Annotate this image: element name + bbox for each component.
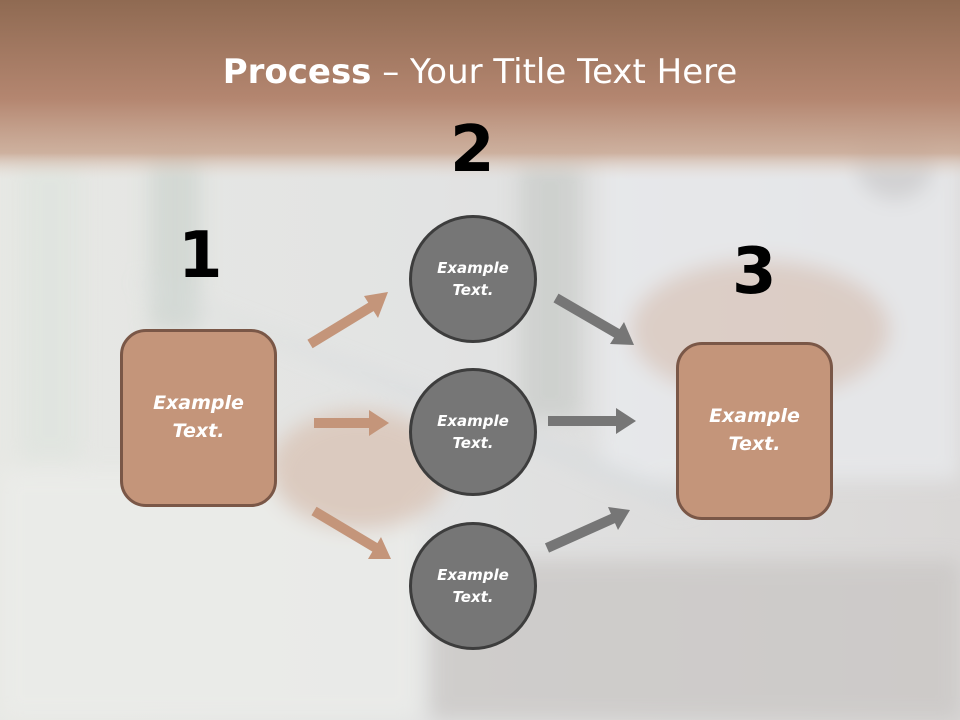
left-box-text: Example Text. — [153, 392, 244, 442]
left-arrow-down — [311, 506, 391, 559]
right-arrow-down — [553, 293, 634, 345]
circle-top-text: Example Text. — [437, 258, 509, 300]
left-arrow-up — [307, 292, 388, 349]
right-arrow-middle — [548, 408, 636, 434]
right-box: Example Text. — [676, 342, 833, 520]
left-arrow-middle — [314, 410, 389, 436]
circle-middle: Example Text. — [409, 368, 537, 496]
title-rest: – Your Title Text Here — [371, 52, 738, 92]
slide-title: Process – Your Title Text Here — [0, 52, 960, 92]
circle-top: Example Text. — [409, 215, 537, 343]
step-number-3: 3 — [732, 235, 777, 309]
right-arrow-up — [544, 507, 630, 553]
right-box-text: Example Text. — [709, 405, 800, 455]
left-box: Example Text. — [120, 329, 277, 507]
circle-bottom-text: Example Text. — [437, 565, 509, 607]
circle-middle-text: Example Text. — [437, 411, 509, 453]
title-bold: Process — [222, 52, 372, 92]
step-number-2: 2 — [450, 113, 495, 187]
circle-bottom: Example Text. — [409, 522, 537, 650]
step-number-1: 1 — [178, 219, 223, 293]
